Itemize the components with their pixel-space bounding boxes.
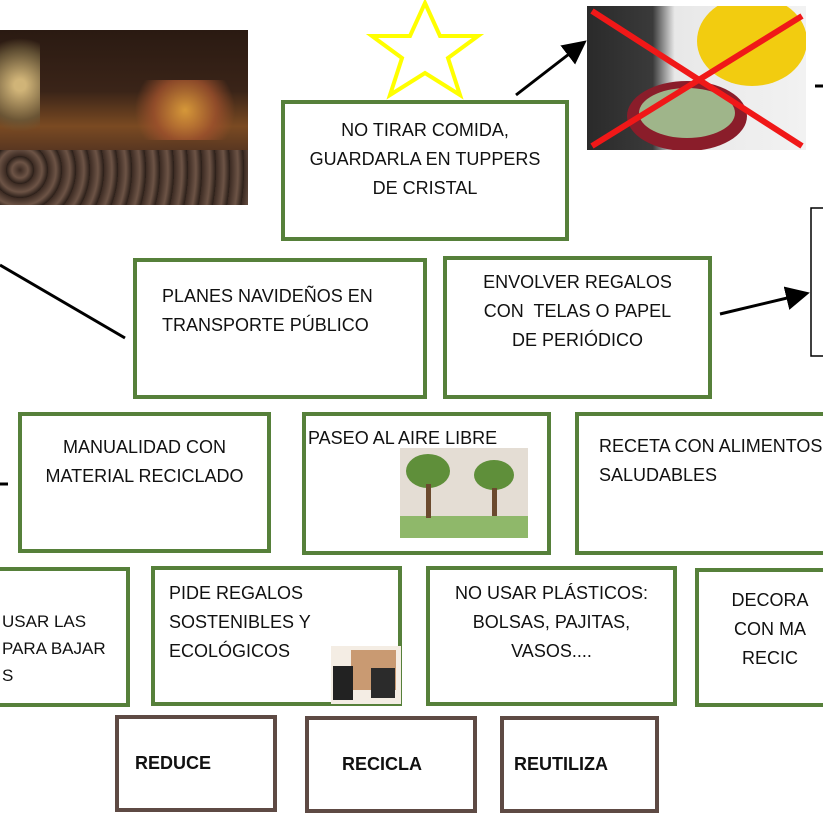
box-pide-regalos: PIDE REGALOS SOSTENIBLES Y ECOLÓGICOS: [151, 566, 402, 706]
box-no-usar-plasticos: NO USAR PLÁSTICOS: BOLSAS, PAJITAS, VASO…: [426, 566, 677, 706]
empty-box: [810, 207, 823, 357]
box-envolver-regalos: ENVOLVER REGALOS CON TELAS O PAPEL DE PE…: [443, 256, 712, 399]
reutiliza-label: REUTILIZA: [514, 754, 608, 774]
eco-gifts-image: [331, 646, 401, 704]
recicla-box: RECICLA: [305, 716, 477, 813]
reduce-label: REDUCE: [135, 753, 212, 773]
box-text: PIDE REGALOS SOSTENIBLES Y ECOLÓGICOS: [169, 583, 311, 661]
box-receta: RECETA CON ALIMENTOS SALUDABLES: [575, 412, 823, 555]
box-text: NO TIRAR COMIDA, GUARDARLA EN TUPPERS DE…: [309, 120, 541, 198]
connector-line: [0, 263, 126, 340]
box-text: PASEO AL AIRE LIBRE: [308, 428, 498, 448]
box-decora: DECORA CON MA RECIC: [695, 568, 823, 707]
box-usar: USAR LAS PARA BAJAR S: [0, 567, 130, 707]
box-text: MANUALIDAD CON MATERIAL RECICLADO: [45, 437, 244, 486]
box-planes-navidenos: PLANES NAVIDEÑOS EN TRANSPORTE PÚBLICO: [133, 258, 427, 399]
reutiliza-box: REUTILIZA: [500, 716, 659, 813]
christmas-market-image: [0, 30, 248, 205]
park-image: [400, 448, 528, 538]
box-text: ENVOLVER REGALOS CON TELAS O PAPEL DE PE…: [483, 272, 672, 350]
box-paseo: PASEO AL AIRE LIBRE: [302, 412, 551, 555]
box-text: NO USAR PLÁSTICOS: BOLSAS, PAJITAS, VASO…: [454, 583, 649, 661]
arrow: [515, 40, 587, 97]
box-no-tirar-comida: NO TIRAR COMIDA, GUARDARLA EN TUPPERS DE…: [281, 100, 569, 241]
box-text: PLANES NAVIDEÑOS EN TRANSPORTE PÚBLICO: [162, 286, 373, 335]
box-text: DECORA CON MA RECIC: [731, 590, 809, 668]
star-icon: [365, 0, 485, 100]
food-waste-image: [587, 6, 806, 150]
recicla-label: RECICLA: [342, 754, 422, 774]
box-manualidad: MANUALIDAD CON MATERIAL RECICLADO: [18, 412, 271, 553]
box-text: RECETA CON ALIMENTOS SALUDABLES: [599, 436, 823, 485]
box-text: USAR LAS PARA BAJAR S: [2, 612, 106, 685]
arrow: [719, 286, 810, 316]
reduce-box: REDUCE: [115, 715, 277, 812]
